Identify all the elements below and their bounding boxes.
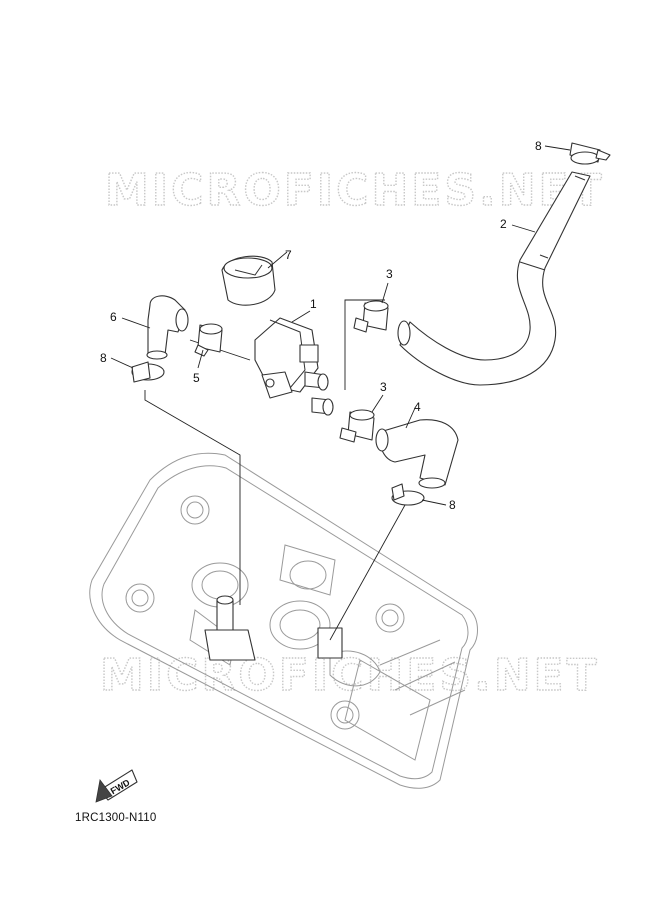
elbow-hose — [146, 295, 189, 360]
cover-air-port-right — [317, 627, 343, 659]
watermark-top: MICROFICHES.NET — [105, 165, 605, 216]
clip-top — [569, 142, 611, 165]
assembly-line-valve-top — [344, 299, 385, 390]
clamp-3-upper — [353, 300, 389, 333]
callout-3-upper: 3 — [386, 267, 393, 281]
elbow-hose-short — [375, 419, 459, 489]
callout-7: 7 — [285, 248, 292, 262]
cylinder-head-cover — [89, 452, 478, 789]
callout-8-left: 8 — [100, 351, 107, 365]
callout-leaders — [110, 145, 571, 506]
watermark-bottom: MICROFICHES.NET — [100, 650, 600, 701]
callout-6: 6 — [110, 310, 117, 324]
callout-3-lower: 3 — [380, 380, 387, 394]
callout-4: 4 — [414, 400, 421, 414]
air-cutoff-valve — [254, 317, 334, 416]
assembly-line-right — [329, 504, 406, 641]
hose-long — [397, 171, 591, 386]
callout-8-right: 8 — [449, 498, 456, 512]
clamp-3-lower — [339, 409, 375, 443]
clamp-5 — [194, 323, 223, 357]
callout-1: 1 — [310, 297, 317, 311]
callout-5: 5 — [193, 371, 200, 385]
callout-8-top: 8 — [535, 139, 542, 153]
assembly-line-left — [144, 390, 241, 605]
clip-left — [131, 361, 165, 383]
diagram-code: 1RC1300-N110 — [75, 812, 157, 824]
clip-right — [391, 483, 425, 506]
callout-2: 2 — [500, 217, 507, 231]
cover-air-port-left — [204, 595, 256, 661]
forward-arrow-icon: FWD — [95, 769, 138, 803]
cap-part — [221, 255, 276, 306]
